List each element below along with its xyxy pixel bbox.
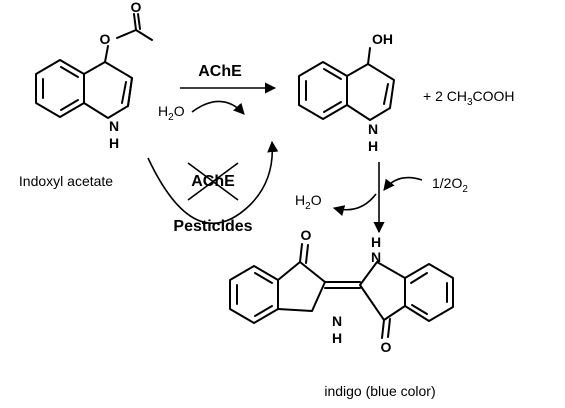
- hydroxyl-group: OH: [372, 31, 393, 47]
- water-release-arrow: [332, 193, 377, 217]
- water-reagent-left: H2O: [158, 103, 185, 123]
- indigo-bottom-oxygen: O: [381, 339, 392, 355]
- indoxyl-acetate-structure: O O N H: [35, 0, 153, 151]
- substrate-label: Indoxyl acetate: [19, 173, 113, 189]
- water-uptake-arrow: [191, 100, 245, 115]
- indole-h: H: [109, 135, 119, 151]
- indigo-top-n: N: [371, 249, 381, 265]
- indole-n: N: [109, 118, 119, 134]
- inhibitor-label: Pesticides: [173, 218, 252, 235]
- product-label: indigo (blue color): [324, 383, 435, 399]
- oxygen-reagent: 1/2O2: [432, 175, 468, 195]
- indoxyl-structure: OH N H: [298, 31, 395, 154]
- indoxyl-n: N: [368, 121, 378, 137]
- indigo-top-oxygen: O: [301, 227, 312, 243]
- inhibition-cross-stroke-2: [187, 162, 239, 201]
- ester-oxygen: O: [100, 31, 111, 47]
- acetic-acid-byproduct: + 2 CH3COOH: [423, 88, 515, 108]
- water-reagent-right: H2O: [295, 192, 322, 212]
- indigo-bottom-n: N: [332, 313, 342, 329]
- oxygen-uptake-arrow: [383, 176, 423, 191]
- indigo-structure: O N H N H O: [229, 227, 454, 355]
- indigo-top-h: H: [371, 234, 381, 250]
- enzyme-label: AChE: [198, 63, 242, 80]
- inhibition-cycle-arrow: [147, 140, 279, 224]
- indoxyl-h: H: [368, 138, 378, 154]
- indigo-bottom-h: H: [332, 330, 342, 346]
- carbonyl-oxygen: O: [131, 0, 142, 15]
